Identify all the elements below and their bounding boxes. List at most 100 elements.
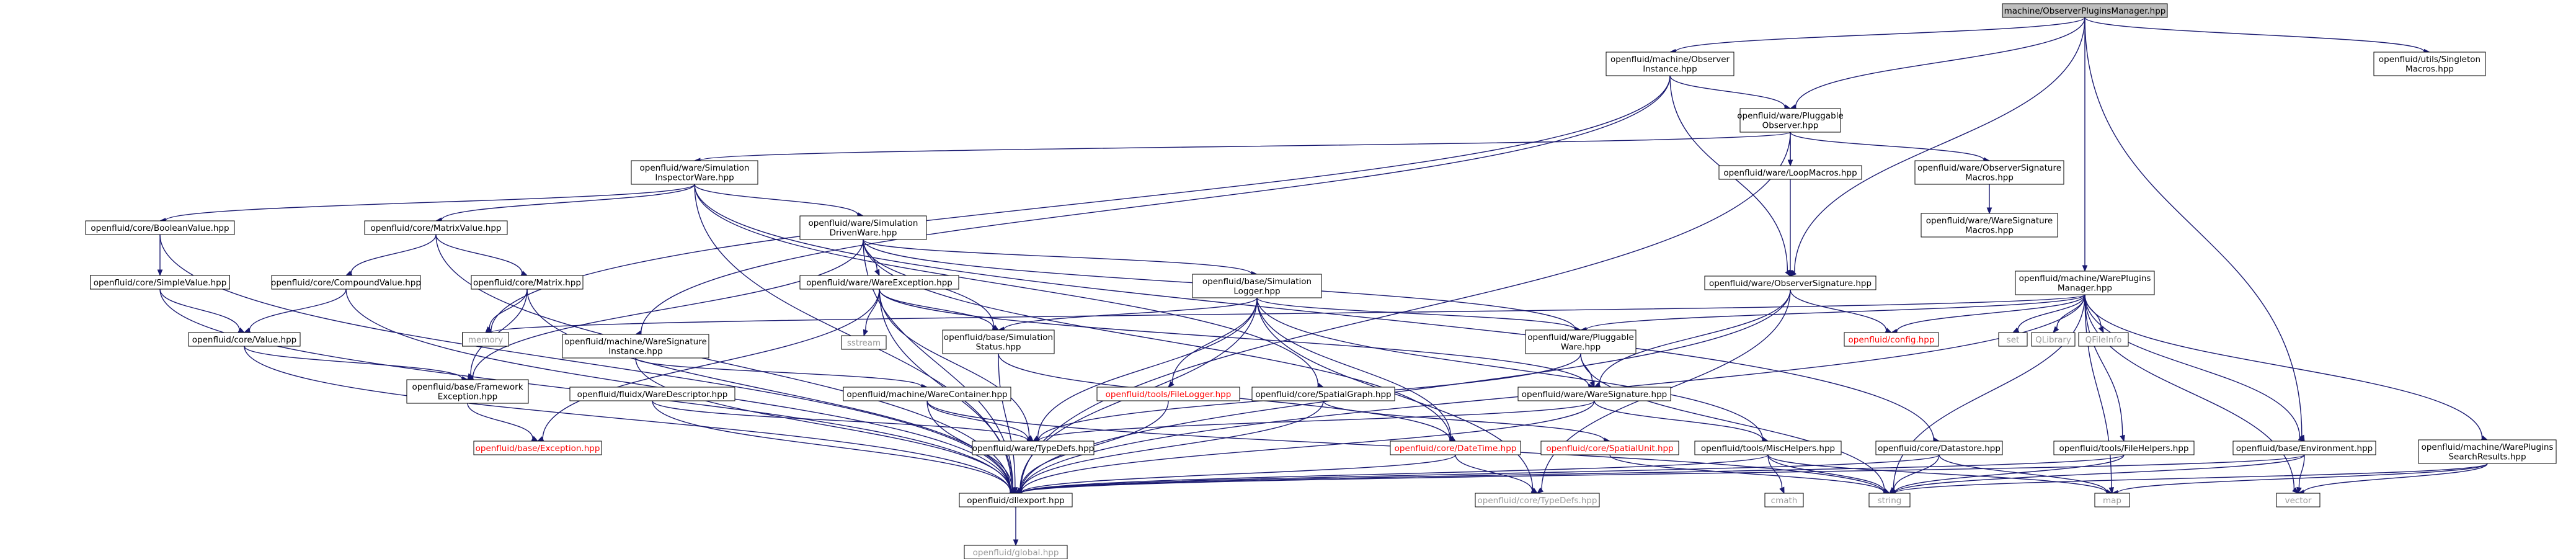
arrowhead-warecont-to-dllexport xyxy=(1010,487,1016,494)
node-box xyxy=(471,275,584,290)
node-wareexc[interactable]: openfluid/ware/WareException.hpp xyxy=(799,275,959,290)
node-waretypedefs[interactable]: openfluid/ware/TypeDefs.hpp xyxy=(972,440,1095,455)
edge-simstatus-to-dllexport xyxy=(998,353,1016,488)
node-datastore[interactable]: openfluid/core/Datastore.hpp xyxy=(1875,440,2003,455)
node-box xyxy=(1540,440,1679,455)
node-box xyxy=(1517,387,1671,401)
node-label: QLibrary xyxy=(2035,335,2071,345)
node-label: Instance.hpp xyxy=(1643,65,1697,74)
node-waresiginst[interactable]: openfluid/machine/WareSignatureInstance.… xyxy=(562,334,709,359)
node-baseenv[interactable]: openfluid/base/Environment.hpp xyxy=(2232,440,2376,455)
node-mischelp[interactable]: openfluid/tools/MiscHelpers.hpp xyxy=(1694,440,1842,455)
node-baseexc: openfluid/base/Exception.hpp xyxy=(473,440,602,455)
node-box xyxy=(799,215,927,240)
edge-root-to-pluggobs xyxy=(1795,17,2085,107)
node-label: openfluid/base/Environment.hpp xyxy=(2236,444,2373,454)
edge-siminsp-to-matrixval xyxy=(441,184,695,221)
node-box xyxy=(1525,329,1637,354)
node-value[interactable]: openfluid/core/Value.hpp xyxy=(188,332,301,347)
edge-filehelp-to-string xyxy=(1894,454,2125,493)
node-box xyxy=(2094,493,2130,508)
edge-waresiginst-to-dllexport xyxy=(635,357,1011,491)
edge-waresig-to-waretypedefs xyxy=(1038,400,1595,441)
edge-wpsearch-to-vector xyxy=(2303,463,2488,493)
node-box xyxy=(2053,440,2195,455)
edge-waresig-to-dllexport xyxy=(1021,400,1595,493)
node-label: openfluid/base/Framework xyxy=(412,382,523,392)
edge-value-to-fwexc xyxy=(244,346,463,379)
edge-wpmgr-to-pluggware xyxy=(1586,294,2085,330)
node-siminsp[interactable]: openfluid/ware/SimulationInspectorWare.h… xyxy=(631,160,758,185)
node-matrixval[interactable]: openfluid/core/MatrixValue.hpp xyxy=(364,220,508,235)
node-box xyxy=(1606,51,1734,76)
node-matrix[interactable]: openfluid/core/Matrix.hpp xyxy=(471,275,584,290)
node-warecont[interactable]: openfluid/machine/WareContainer.hpp xyxy=(843,387,1011,401)
edge-wareexc-to-sstream xyxy=(865,288,880,331)
edge-warecont-to-waretypedefs xyxy=(926,400,1029,439)
node-obssigmac[interactable]: openfluid/ware/ObserverSignatureMacros.h… xyxy=(1914,160,2064,185)
node-label: Macros.hpp xyxy=(1965,226,2014,236)
edge-wareexc-to-waresig xyxy=(879,288,1589,387)
node-box xyxy=(1718,165,1862,180)
edge-siminsp-to-simdriven xyxy=(694,184,858,215)
node-box xyxy=(1844,332,1939,347)
edge-simlogger-to-waretypedefs xyxy=(1037,297,1258,439)
node-simpleval[interactable]: openfluid/core/SimpleValue.hpp xyxy=(90,275,230,290)
edge-wpmgr-to-set xyxy=(2017,294,2085,330)
node-box xyxy=(473,440,602,455)
edge-siminsp-to-boolval xyxy=(165,184,695,221)
arrowhead-matrix-to-fwexc xyxy=(467,373,473,381)
node-box xyxy=(1921,213,2058,238)
node-obssig[interactable]: openfluid/ware/ObserverSignature.hpp xyxy=(1704,275,1876,290)
arrowhead-root-to-wpmgr xyxy=(2082,265,2088,272)
node-filelogger: openfluid/tools/FileLogger.hpp xyxy=(1096,387,1240,401)
node-label: openfluid/fluidx/WareDescriptor.hpp xyxy=(577,390,728,400)
edge-wpmgr-to-filehelp xyxy=(2084,294,2123,436)
node-boolval[interactable]: openfluid/core/BooleanValue.hpp xyxy=(85,220,235,235)
node-label: openfluid/ware/WareException.hpp xyxy=(806,278,953,288)
node-label: openfluid/global.hpp xyxy=(973,548,1059,558)
node-label: openfluid/base/Exception.hpp xyxy=(476,444,600,454)
node-box xyxy=(1694,440,1842,455)
node-waresig[interactable]: openfluid/ware/WareSignature.hpp xyxy=(1517,387,1671,401)
edge-siminsp-to-datastore xyxy=(694,184,1934,440)
node-box xyxy=(1998,332,2028,347)
node-label: openfluid/ware/ObserverSignature.hpp xyxy=(1709,279,1872,288)
edge-waredesc-to-dllexport xyxy=(652,400,1011,492)
node-compval[interactable]: openfluid/core/CompoundValue.hpp xyxy=(271,275,421,290)
node-box xyxy=(1096,387,1240,401)
node-label: openfluid/core/BooleanValue.hpp xyxy=(91,223,229,233)
edge-wpmgr-to-wpsearch xyxy=(2084,294,2483,438)
edge-datetime-to-dllexport xyxy=(1021,454,1456,493)
node-label: Macros.hpp xyxy=(2405,65,2454,74)
arrowhead-pluggware-to-waresig xyxy=(1589,380,1595,388)
node-loopmac[interactable]: openfluid/ware/LoopMacros.hpp xyxy=(1718,165,1862,180)
node-box xyxy=(942,329,1055,354)
edge-obsinst-to-memory xyxy=(491,75,1671,332)
node-label: openfluid/core/Value.hpp xyxy=(192,335,296,345)
node-filehelp[interactable]: openfluid/tools/FileHelpers.hpp xyxy=(2053,440,2195,455)
edge-wareexc-to-baseexc xyxy=(542,288,880,439)
edge-pluggobs-to-dllexport xyxy=(1020,132,1791,491)
edge-root-to-singleton xyxy=(2084,17,2425,52)
node-label: Observer.hpp xyxy=(1762,121,1819,131)
edge-baseenv-to-string xyxy=(1894,454,2305,493)
edge-pluggobs-to-obssigmac xyxy=(1790,132,1984,161)
edge-pluggware-to-waresig xyxy=(1580,353,1593,382)
edge-simdriven-to-simlogger xyxy=(863,239,1252,274)
node-spgraph[interactable]: openfluid/core/SpatialGraph.hpp xyxy=(1251,387,1395,401)
node-dllexport[interactable]: openfluid/dllexport.hpp xyxy=(959,493,1073,508)
node-label: openfluid/core/Matrix.hpp xyxy=(473,278,581,288)
node-wpsearch[interactable]: openfluid/machine/WarePluginsSearchResul… xyxy=(2418,439,2557,464)
node-waredesc[interactable]: openfluid/fluidx/WareDescriptor.hpp xyxy=(569,387,735,401)
